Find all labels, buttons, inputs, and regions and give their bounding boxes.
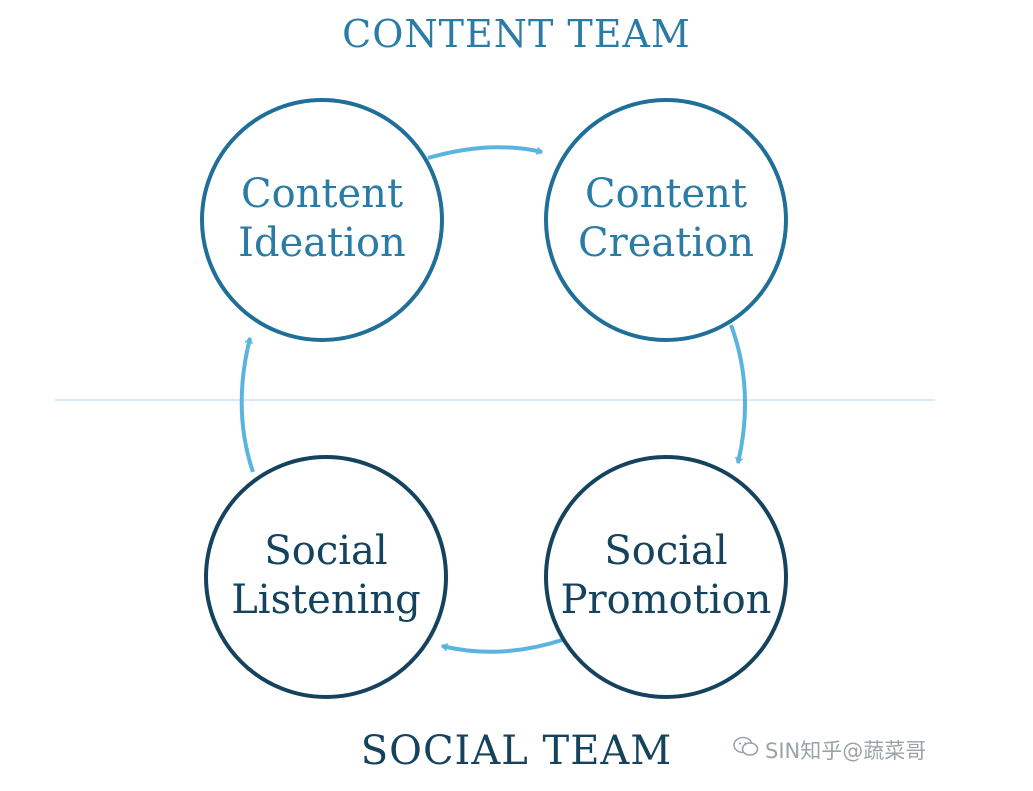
social-team-label: SOCIAL TEAM (360, 728, 673, 774)
node-line: Ideation (238, 220, 406, 267)
node-line: Promotion (560, 577, 772, 624)
circle-content-creation (544, 98, 788, 342)
circle-social-promotion (544, 455, 788, 699)
arrow-promotion-to-listening (440, 638, 563, 654)
content-team-label: CONTENT TEAM (342, 12, 691, 56)
node-content-creation: Content Creation (546, 170, 786, 268)
node-line: Listening (231, 577, 421, 624)
node-social-listening: Social Listening (206, 527, 446, 625)
node-content-ideation: Content Ideation (202, 170, 442, 268)
wechat-icon (733, 736, 759, 764)
watermark: SIN知乎@蔬菜哥 (733, 735, 926, 765)
arrow-ideation-to-creation (427, 145, 544, 160)
node-line: Content (240, 171, 404, 217)
arrow-creation-to-promotion (729, 324, 748, 465)
arrow-listening-to-ideation (239, 336, 255, 473)
node-social-promotion: Social Promotion (546, 527, 786, 625)
node-line: Social (604, 528, 728, 574)
circle-content-ideation (200, 98, 444, 342)
node-line: Creation (578, 220, 754, 267)
circle-social-listening (204, 455, 448, 699)
node-line: Social (264, 528, 388, 574)
watermark-text: SIN知乎@蔬菜哥 (765, 739, 927, 763)
node-line: Content (584, 171, 748, 217)
